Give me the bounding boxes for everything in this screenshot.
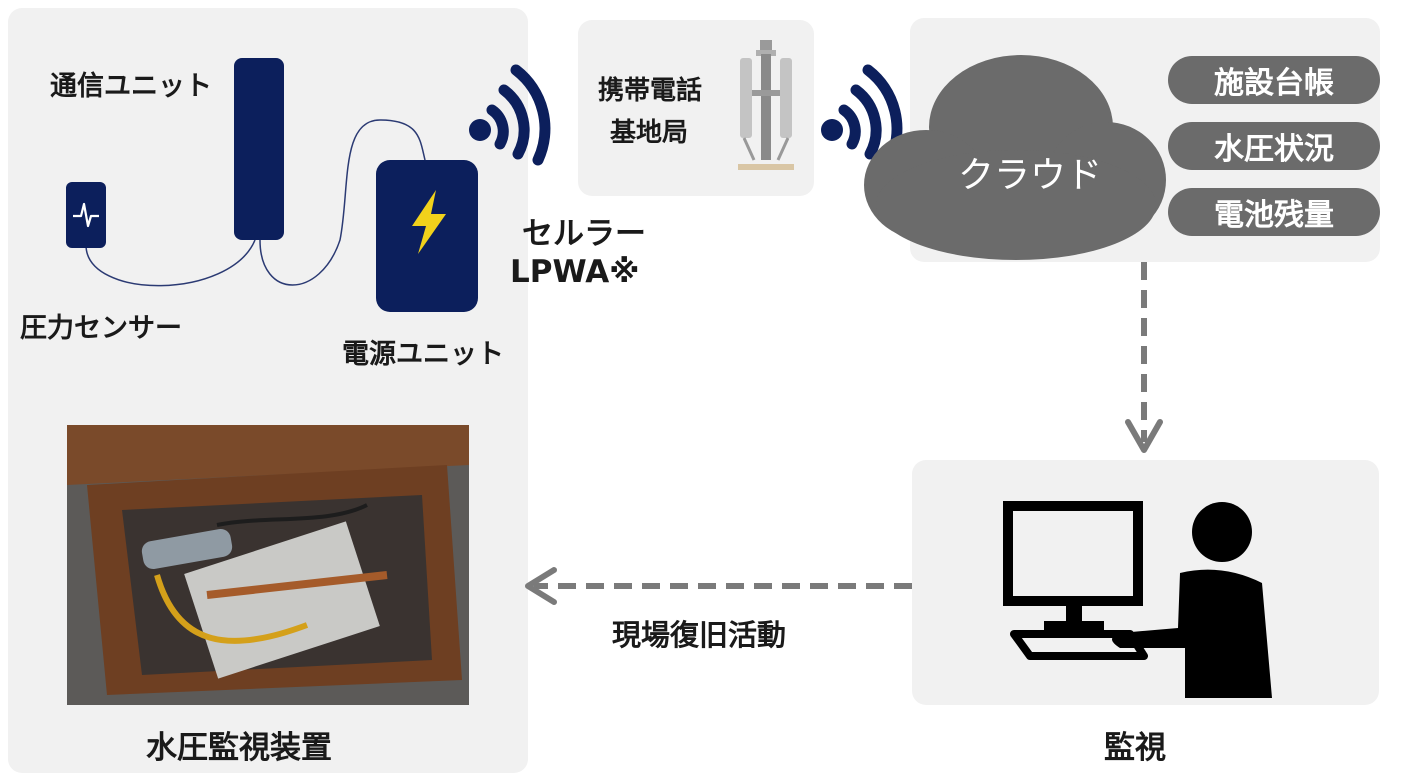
pulse-icon xyxy=(73,202,99,228)
network-line2: LPWA※ xyxy=(510,254,640,290)
comm-unit-label: 通信ユニット xyxy=(50,71,212,102)
monitor-title: 監視 xyxy=(1104,730,1166,766)
signal-icon xyxy=(469,64,551,166)
device-panel-title: 水圧監視装置 xyxy=(146,730,332,766)
cloud-label: クラウド xyxy=(958,155,1103,196)
pressure-sensor xyxy=(66,182,106,248)
cloud-item-ledger: 施設台帳 xyxy=(1168,56,1380,104)
cloud-item-water-pressure: 水圧状況 xyxy=(1168,122,1380,170)
cloud-item-battery: 電池残量 xyxy=(1168,188,1380,236)
monitor-person-icon xyxy=(1003,501,1272,698)
antenna-tower-icon xyxy=(738,40,794,170)
return-arrow xyxy=(525,567,912,605)
cloud-to-monitor-arrow xyxy=(1125,262,1163,453)
base-station-line1: 携帯電話 xyxy=(598,76,703,106)
pressure-sensor-label: 圧力センサー xyxy=(20,313,182,344)
lightning-icon xyxy=(412,190,446,254)
power-unit-label: 電源ユニット xyxy=(342,339,504,370)
manhole-photo xyxy=(67,425,469,705)
network-line1: セルラー xyxy=(522,216,646,252)
power-unit xyxy=(376,160,478,312)
cloud-icon xyxy=(864,55,1166,260)
comm-unit xyxy=(234,58,284,240)
monitor-panel xyxy=(912,460,1379,705)
return-arrow-label: 現場復旧活動 xyxy=(612,618,787,652)
base-station-line2: 基地局 xyxy=(610,118,689,148)
